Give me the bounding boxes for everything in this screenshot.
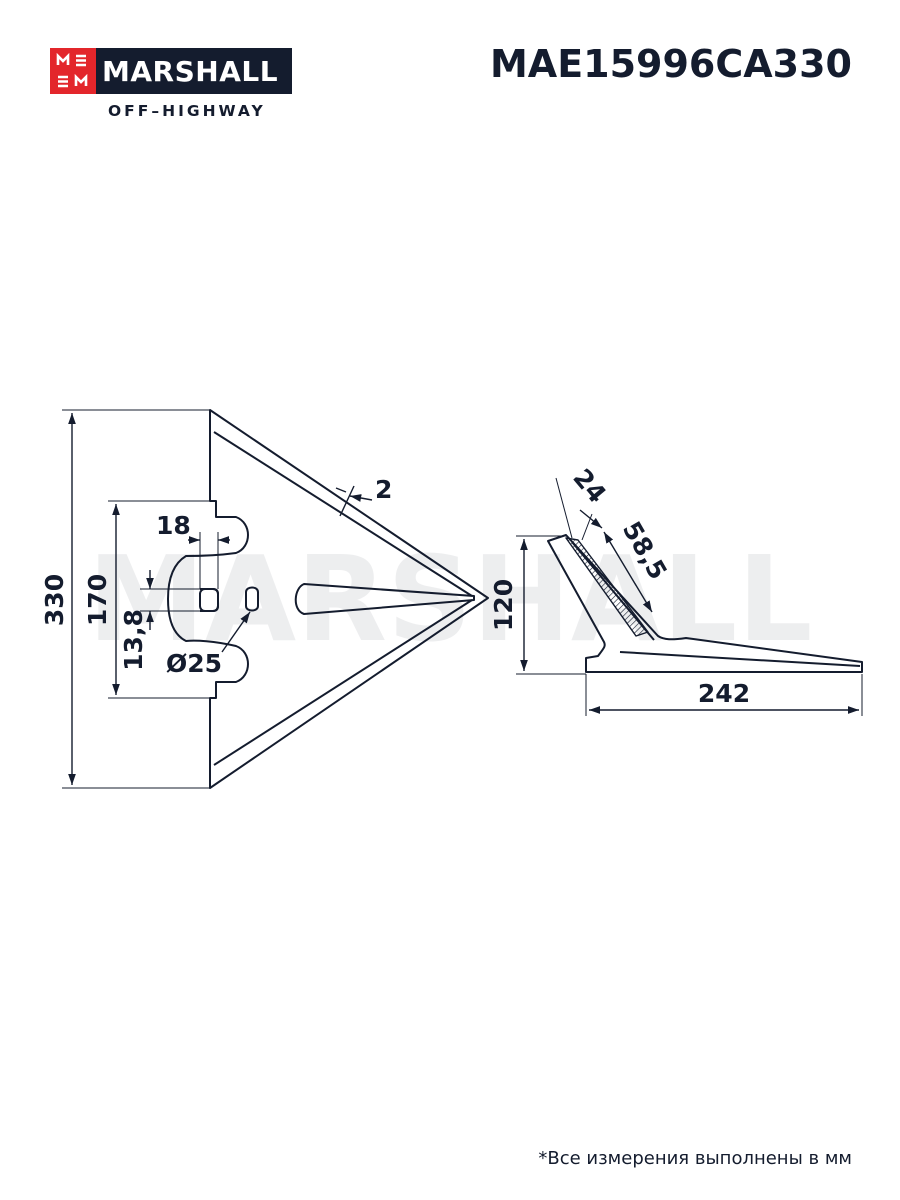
logo-subtitle: OFF–HIGHWAY (108, 102, 266, 120)
logo-box: MARSHALL (50, 48, 292, 94)
lower-edge-bevel (213, 599, 473, 766)
dim-13-8: 13,8 (119, 609, 148, 671)
dim-330: 330 (40, 574, 69, 626)
dim-25: Ø25 (166, 649, 222, 678)
center-slot (294, 583, 475, 615)
dim-line-58-5 (603, 531, 653, 613)
side-extension-lines (516, 477, 863, 716)
dim-line-24 (579, 509, 603, 529)
upper-edge-bevel (213, 431, 473, 597)
side-base-line (619, 651, 861, 667)
part-number: MAE15996CA330 (489, 42, 852, 86)
share-outline (167, 409, 489, 789)
dim-line-2b (335, 487, 347, 493)
brand-logo: MARSHALL OFF–HIGHWAY (50, 48, 292, 122)
front-dimension-lines (68, 413, 373, 785)
dim-line-2 (349, 494, 373, 502)
front-extension-lines (62, 409, 219, 789)
dim-18: 18 (156, 511, 191, 540)
dim-242: 242 (698, 679, 750, 708)
slot-end (199, 588, 219, 612)
side-outline (547, 534, 863, 673)
logo-wordmark: MARSHALL (102, 55, 279, 88)
measurement-footnote: *Все измерения выполнены в мм (538, 1148, 852, 1169)
logo-mark-icon (50, 48, 96, 94)
dim-24: 24 (567, 463, 612, 508)
dim-2: 2 (375, 475, 392, 504)
dim-170: 170 (83, 574, 112, 626)
watermark-text: MARSHALL (87, 530, 812, 668)
round-hole (245, 586, 259, 612)
front-view (167, 409, 489, 789)
side-dimension-lines (520, 509, 859, 714)
leader-25 (221, 611, 251, 653)
dim-120: 120 (489, 579, 518, 631)
dim-tick-2 (339, 485, 355, 517)
